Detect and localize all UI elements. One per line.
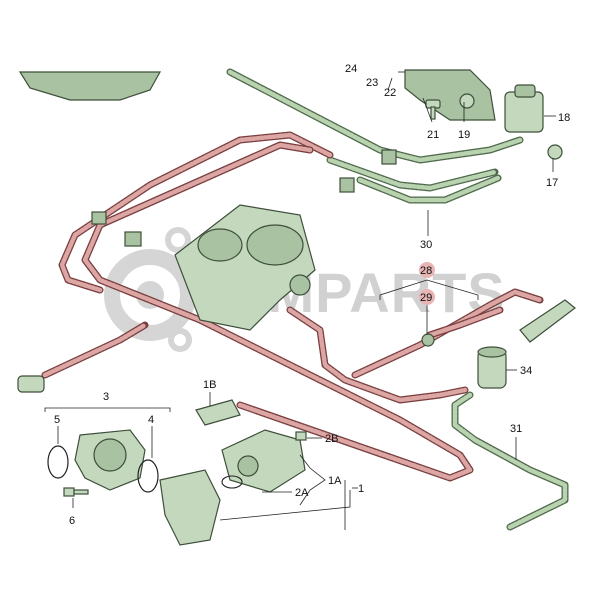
label-17: 17 — [546, 177, 558, 189]
label-24: 24 — [345, 63, 357, 75]
hose-bracket — [91, 211, 107, 225]
intake-elbow — [159, 469, 221, 546]
mounting-bracket-22 — [404, 69, 496, 121]
highlight-28 — [419, 262, 435, 278]
vacuum-hose-30 — [226, 68, 524, 204]
label-22: 22 — [384, 87, 396, 99]
bolt-2B — [295, 431, 307, 441]
label-5: 5 — [54, 414, 60, 426]
hose-bracket — [381, 149, 397, 165]
watermark-logo — [104, 227, 196, 352]
actuator-1A — [221, 429, 306, 493]
label-2B: 2B — [325, 433, 338, 445]
hose-connector — [519, 299, 576, 343]
label-1B: 1B — [203, 379, 216, 391]
label-29: 29 — [420, 292, 432, 304]
label-30: 30 — [420, 239, 432, 251]
hose-bracket — [124, 231, 142, 247]
sensor-left — [17, 375, 45, 393]
nut-17 — [547, 144, 563, 160]
label-1: 1 — [358, 483, 364, 495]
seal-4 — [137, 459, 159, 493]
label-2A: 2A — [295, 487, 309, 499]
label-6: 6 — [69, 515, 75, 527]
throttle-body-3 — [74, 429, 146, 491]
label-21: 21 — [427, 129, 439, 141]
vacuum-hose-31 — [451, 391, 569, 531]
label-4: 4 — [148, 414, 154, 426]
vacuum-hose-red — [41, 131, 544, 482]
bolt-6 — [63, 487, 89, 497]
air-filter-housing — [18, 71, 162, 101]
label-31: 31 — [510, 423, 522, 435]
hose-clip-29 — [421, 333, 435, 347]
label-18: 18 — [558, 112, 570, 124]
label-3: 3 — [103, 391, 109, 403]
seal-5 — [47, 445, 69, 479]
label-1A: 1A — [328, 475, 342, 487]
pressure-valve-34 — [477, 346, 507, 389]
label-34: 34 — [520, 365, 532, 377]
hose-bracket — [339, 177, 355, 193]
label-28: 28 — [420, 265, 432, 277]
nut-19 — [459, 93, 475, 109]
solenoid-valve-18 — [504, 84, 544, 133]
bolt-21 — [425, 99, 441, 120]
clip-1B — [195, 399, 241, 426]
intake-manifold-part — [174, 204, 316, 331]
highlight-29 — [419, 289, 435, 305]
label-23: 23 — [366, 77, 378, 89]
leader-lines — [44, 71, 556, 530]
label-19: 19 — [458, 129, 470, 141]
seal-2A — [221, 475, 243, 489]
